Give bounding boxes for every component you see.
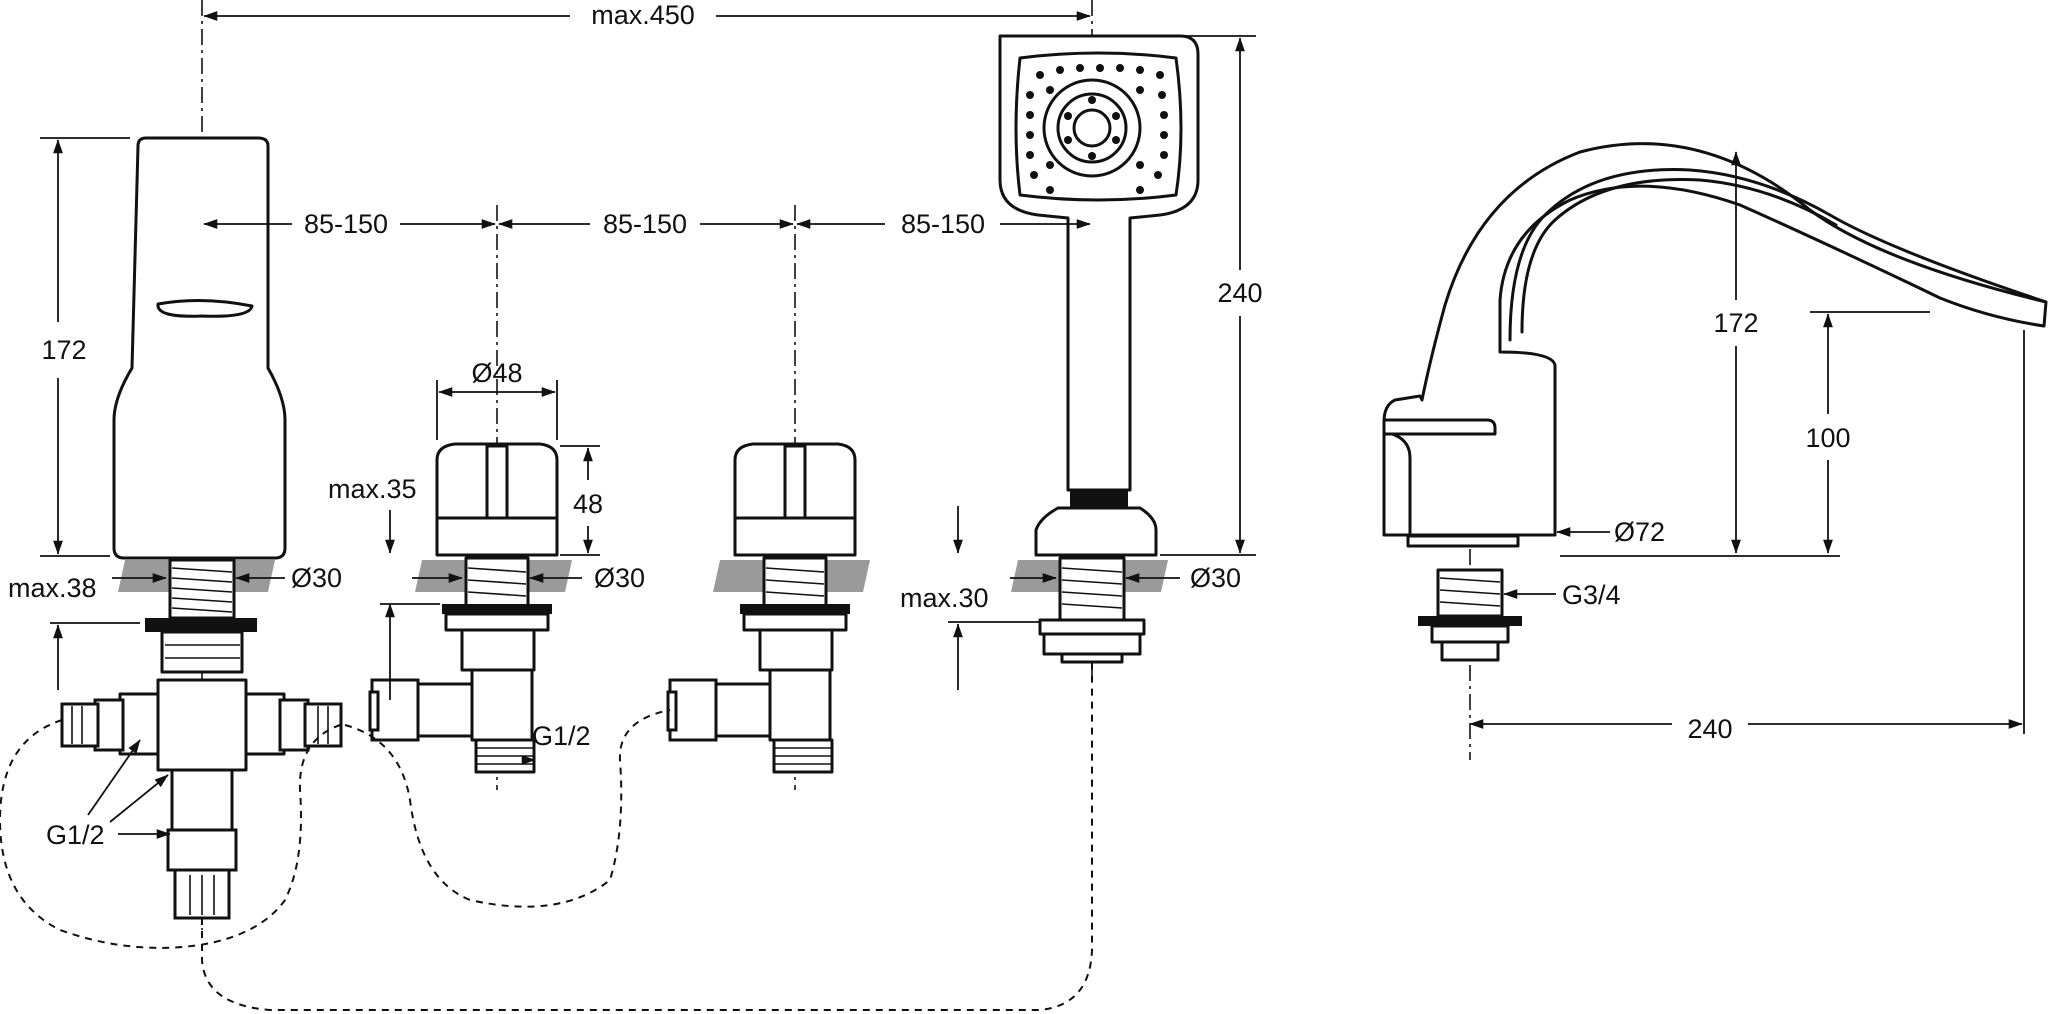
dimension-labels: max.450 85-150 85-150 85-150 172 Ø48 48 … — [8, 0, 1851, 850]
label-thread-g34: G3/4 — [1562, 580, 1621, 610]
label-diameter-48: Ø48 — [471, 358, 522, 388]
label-thread-g12-left: G1/2 — [46, 820, 105, 850]
label-max30: max.30 — [900, 583, 989, 613]
label-dist3: 85-150 — [901, 209, 985, 239]
label-diameter-30-b: Ø30 — [594, 563, 645, 593]
label-height-240: 240 — [1217, 278, 1262, 308]
valve-cold — [666, 442, 857, 774]
label-dist2: 85-150 — [603, 209, 687, 239]
spray-nozzles — [1026, 64, 1168, 194]
label-diameter-30-c: Ø30 — [1190, 563, 1241, 593]
label-width-240: 240 — [1687, 714, 1732, 744]
valve-hot — [368, 442, 559, 774]
label-height-100: 100 — [1805, 423, 1850, 453]
label-height-48: 48 — [573, 489, 603, 519]
hand-shower — [998, 34, 1200, 664]
spout-side-view — [1382, 142, 2048, 662]
hoses — [0, 662, 1093, 1011]
thread-mixer — [171, 567, 233, 613]
label-max35: max.35 — [328, 474, 417, 504]
label-diameter-30-a: Ø30 — [291, 563, 342, 593]
mixer-body — [60, 136, 343, 920]
label-max38: max.38 — [8, 573, 97, 603]
label-diameter-72: Ø72 — [1614, 517, 1665, 547]
label-thread-g12-mid: G1/2 — [532, 721, 591, 751]
dimension-lines — [40, 11, 2025, 839]
label-height-172-left: 172 — [41, 335, 86, 365]
label-max450: max.450 — [591, 0, 695, 30]
label-height-172-right: 172 — [1713, 308, 1758, 338]
label-dist1: 85-150 — [304, 209, 388, 239]
